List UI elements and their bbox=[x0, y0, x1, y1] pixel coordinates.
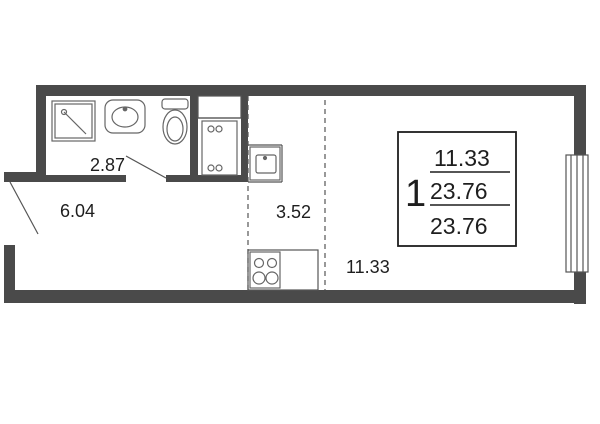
total-area-value: 23.76 bbox=[430, 178, 488, 204]
total-area-repeat-value: 23.76 bbox=[430, 213, 488, 239]
room-count: 1 bbox=[405, 173, 426, 215]
shower-icon bbox=[51, 100, 96, 142]
interior-lines bbox=[197, 95, 326, 291]
stove-icon bbox=[249, 251, 281, 289]
kitchen-sink-icon bbox=[249, 146, 281, 181]
area-summary-box: 1 11.33 23.76 23.76 bbox=[397, 131, 517, 247]
bathroom-door bbox=[125, 155, 167, 179]
outer-walls bbox=[4, 85, 586, 304]
entry-door-icon bbox=[9, 181, 39, 235]
sink-icon bbox=[104, 99, 146, 134]
kitchen-area-label: 3.52 bbox=[276, 202, 311, 222]
living-room-area-label: 11.33 bbox=[346, 257, 390, 277]
living-area-value: 11.33 bbox=[434, 145, 490, 171]
bathroom-area-label: 2.87 bbox=[90, 155, 125, 175]
washer-icon bbox=[201, 120, 238, 176]
hallway-area-label: 6.04 bbox=[60, 201, 95, 221]
toilet-icon bbox=[161, 98, 189, 145]
window-icon bbox=[565, 154, 589, 273]
